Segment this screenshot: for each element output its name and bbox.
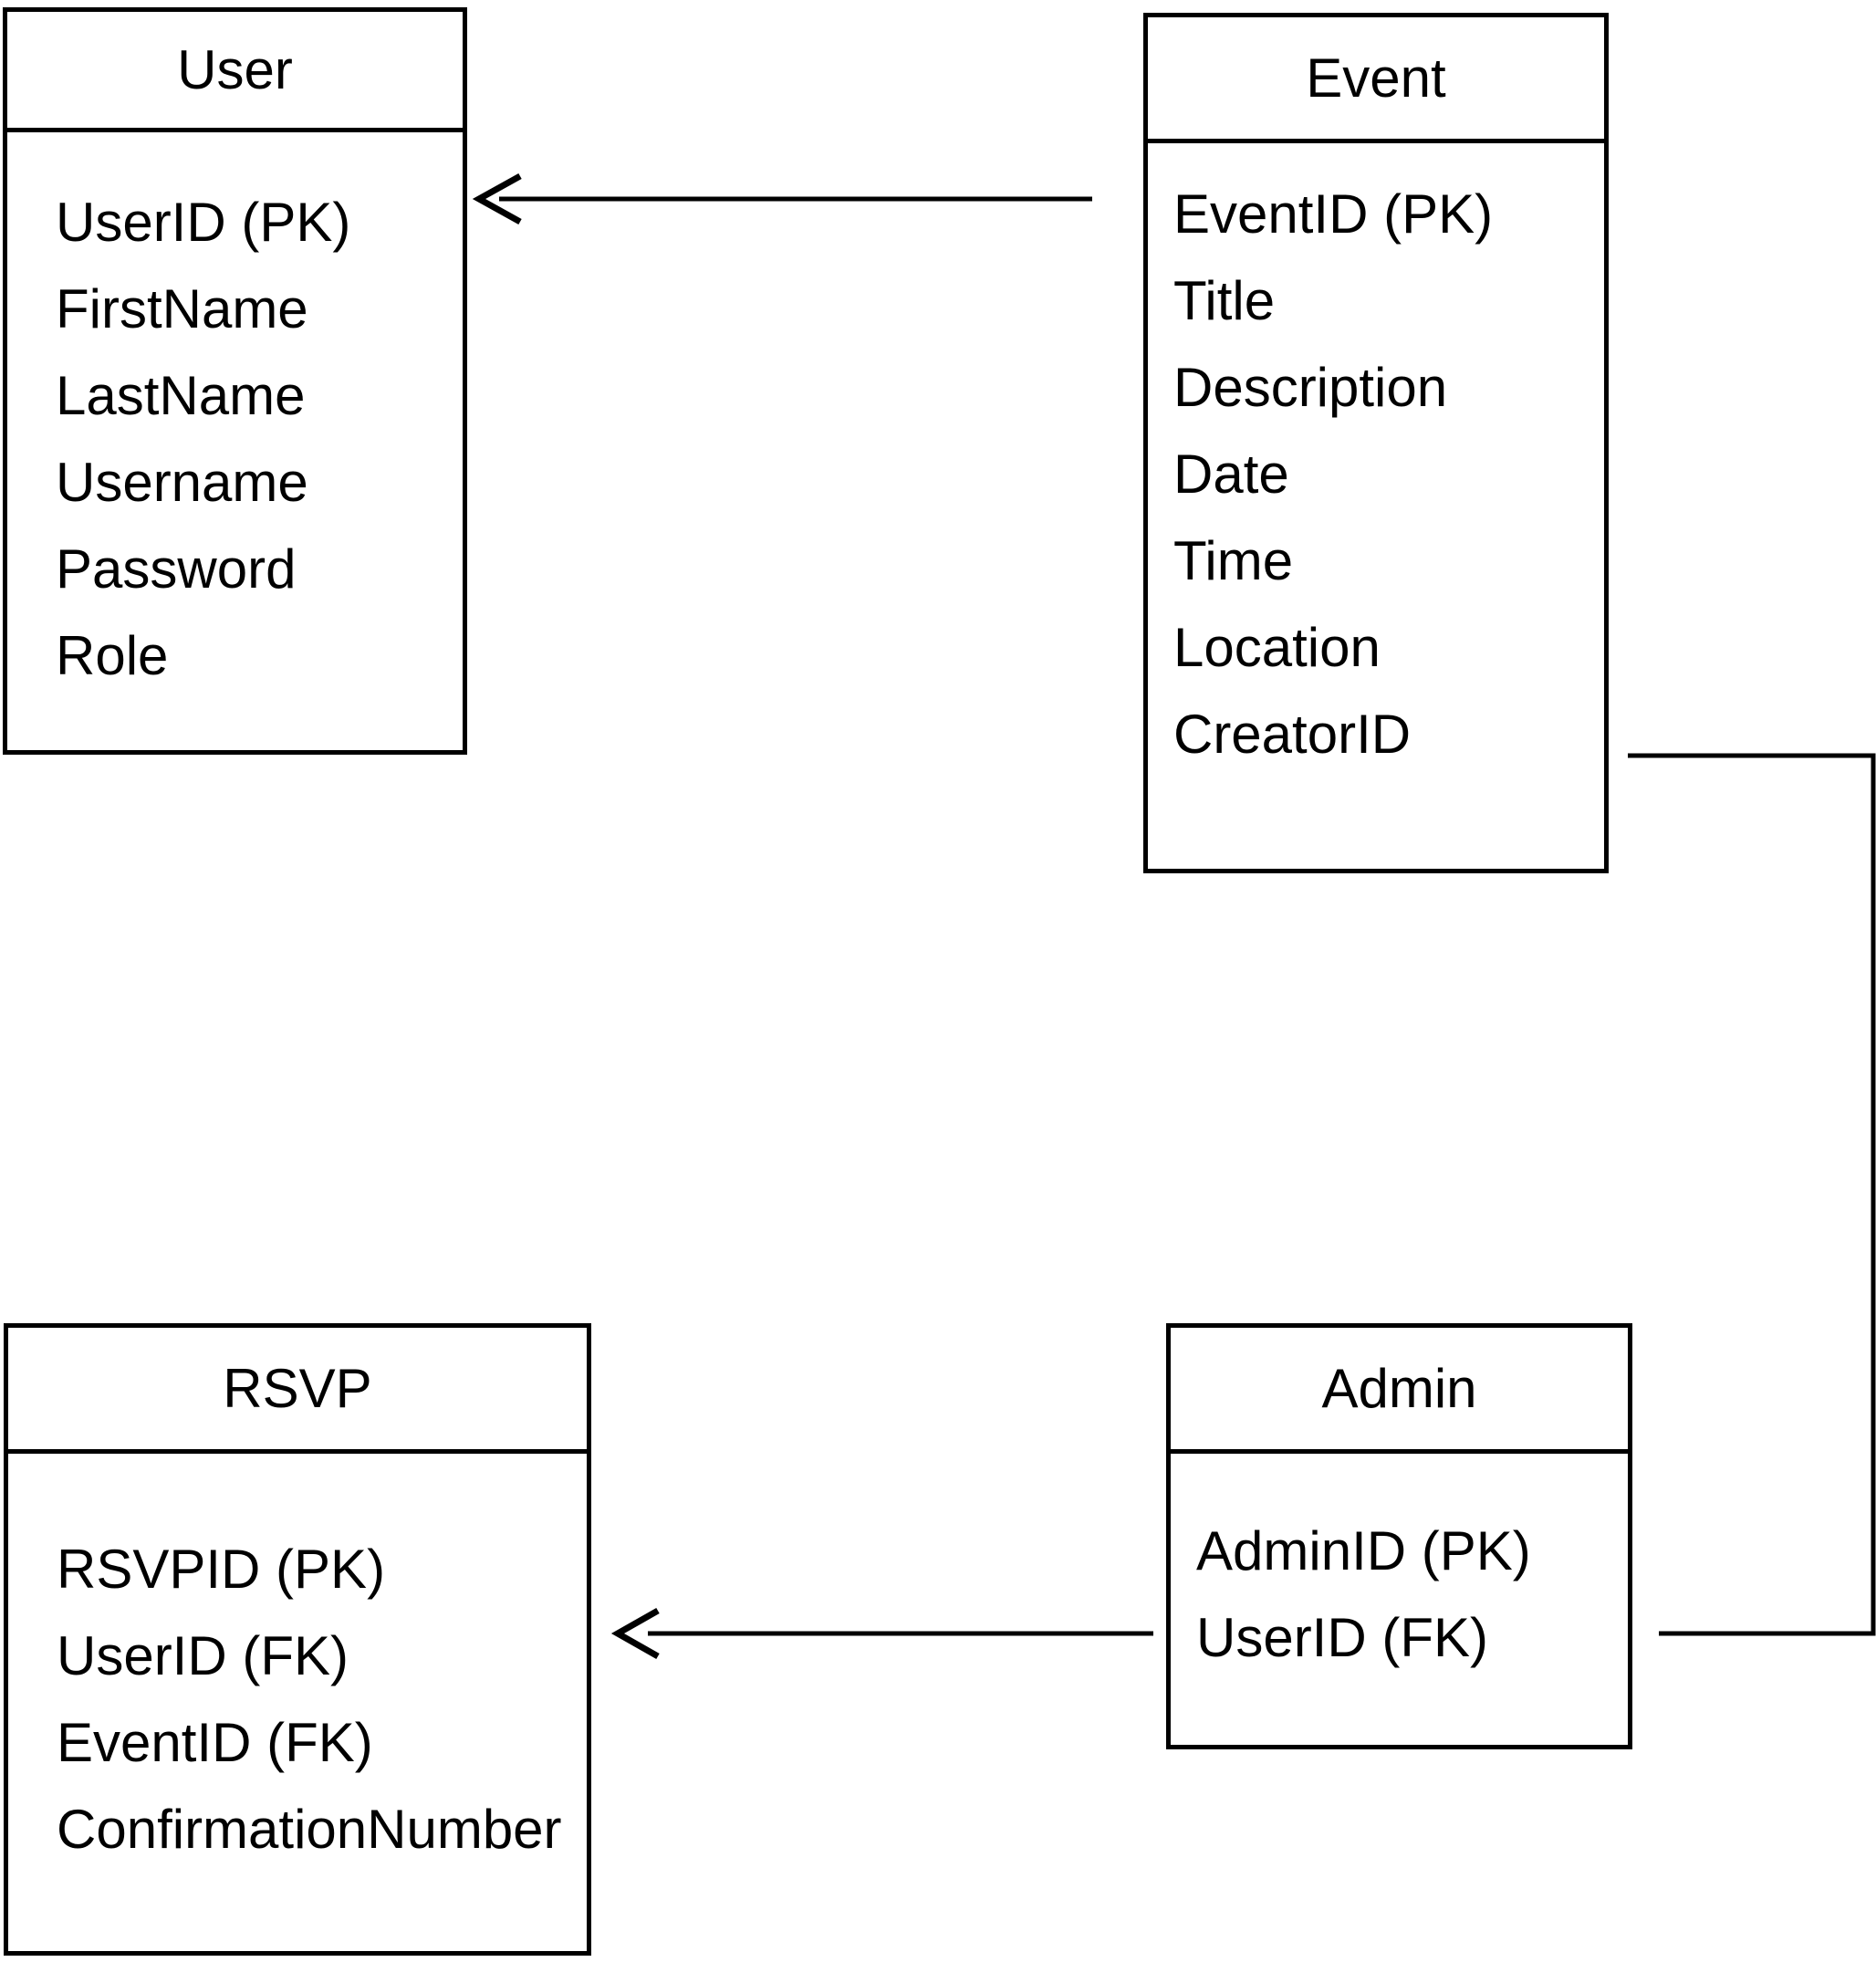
entity-header: RSVP (8, 1328, 587, 1454)
field-label: UserID (FK) (1196, 1607, 1488, 1668)
entity-table-admin: Admin AdminID (PK) UserID (FK) (1166, 1323, 1632, 1749)
field-label: Username (56, 452, 308, 513)
field-label: ConfirmationNumber (57, 1799, 562, 1860)
field-label: UserID (PK) (56, 192, 351, 253)
field-label: RSVPID (PK) (57, 1539, 386, 1600)
entity-table-rsvp: RSVP RSVPID (PK) UserID (FK) EventID (FK) C… (4, 1323, 591, 1956)
relationship-line-event-admin (1628, 753, 1876, 1636)
arrowhead-icon (610, 1607, 660, 1660)
entity-header: Admin (1171, 1328, 1628, 1454)
field-label: EventID (PK) (1173, 183, 1494, 245)
field-label: Date (1173, 444, 1289, 505)
field-label: UserID (FK) (57, 1625, 349, 1686)
field-label: CreatorID (1173, 704, 1412, 765)
entity-title: Admin (1321, 1357, 1477, 1419)
field-label: Location (1173, 617, 1381, 678)
field-label: Description (1173, 357, 1448, 418)
entity-field-list: AdminID (PK) UserID (FK) (1196, 1508, 1531, 1681)
arrowhead-icon (472, 172, 522, 225)
entity-header: User (7, 12, 463, 132)
field-label: Time (1173, 530, 1294, 591)
entity-title: RSVP (223, 1357, 372, 1419)
field-label: EventID (FK) (57, 1712, 373, 1773)
field-label: Password (56, 538, 297, 600)
entity-field-list: RSVPID (PK) UserID (FK) EventID (FK) Confir… (57, 1526, 562, 1873)
entity-title: Event (1306, 47, 1446, 109)
field-label: Role (56, 625, 169, 686)
field-label: FirstName (56, 278, 308, 339)
entity-header: Event (1148, 17, 1604, 143)
field-label: Title (1173, 270, 1276, 331)
field-label: LastName (56, 365, 306, 426)
entity-title: User (177, 38, 293, 100)
field-label: AdminID (PK) (1196, 1520, 1531, 1581)
